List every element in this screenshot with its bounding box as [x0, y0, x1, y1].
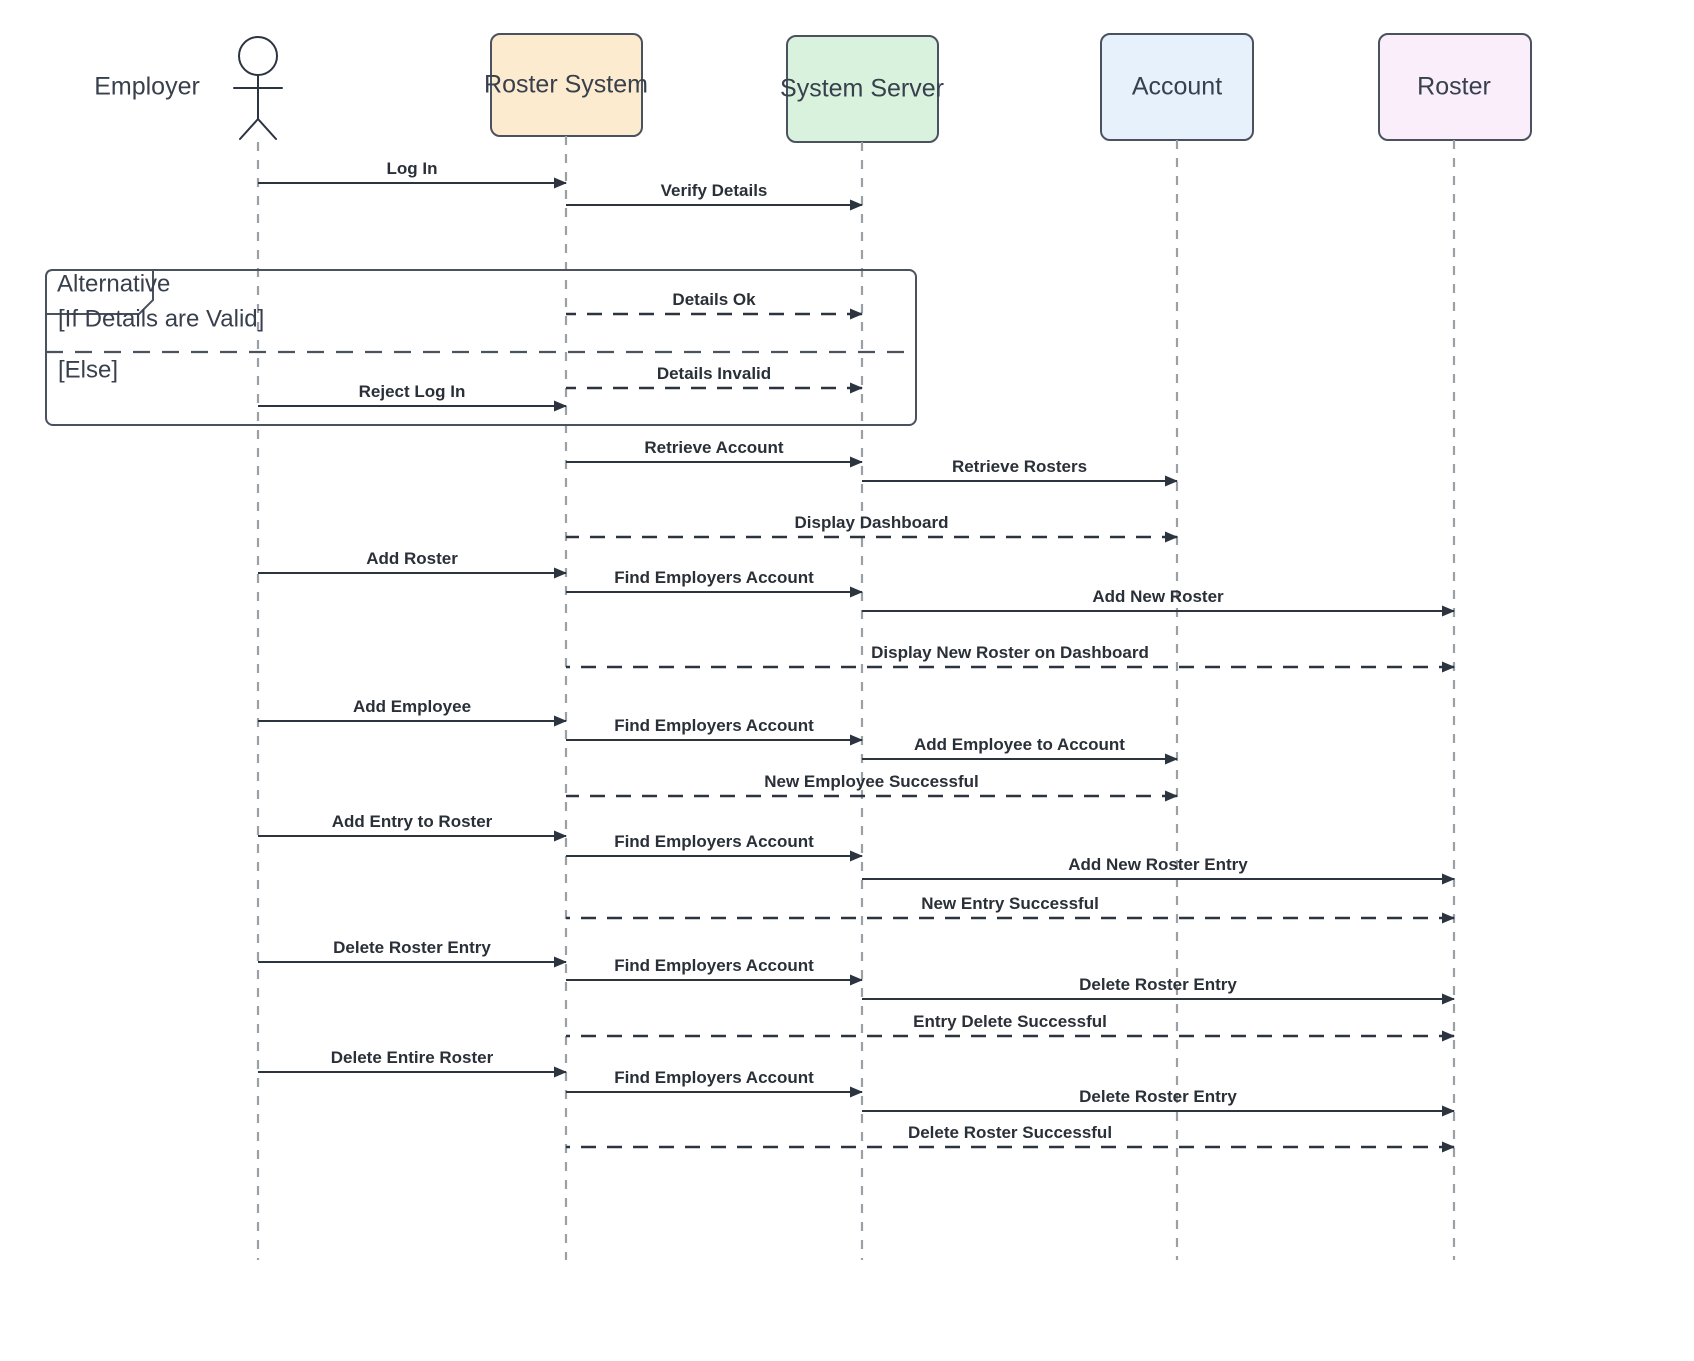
fragment-tab: [45, 269, 154, 315]
message-m06[interactable]: Retrieve Account: [566, 438, 863, 468]
message-label: Add Employee: [353, 697, 471, 716]
message-m17[interactable]: Add Entry to Roster: [258, 812, 567, 842]
message-label: Find Employers Account: [614, 568, 814, 587]
participant-server[interactable]: System Server: [780, 35, 944, 1260]
message-m07[interactable]: Retrieve Rosters: [862, 457, 1178, 487]
message-label: Delete Roster Entry: [333, 938, 491, 957]
fragment-guard-1: [If Details are Valid]: [58, 305, 264, 332]
message-label: Details Invalid: [657, 364, 771, 383]
message-label: Retrieve Account: [644, 438, 784, 457]
message-m13[interactable]: Add Employee: [258, 697, 567, 727]
message-label: Verify Details: [661, 181, 768, 200]
message-m05[interactable]: Reject Log In: [258, 382, 567, 412]
message-label: Display New Roster on Dashboard: [871, 643, 1149, 662]
message-m20[interactable]: New Entry Successful: [566, 894, 1455, 924]
fragment-guard-2: [Else]: [58, 356, 118, 383]
message-label: Delete Roster Successful: [908, 1123, 1112, 1142]
message-label: New Employee Successful: [764, 772, 978, 791]
fragment-border: [45, 269, 917, 426]
message-m10[interactable]: Find Employers Account: [566, 568, 863, 598]
message-m04[interactable]: Details Invalid: [566, 364, 863, 394]
message-label: Find Employers Account: [614, 832, 814, 851]
message-label: Delete Roster Entry: [1079, 1087, 1237, 1106]
participant-employer[interactable]: Employer: [94, 36, 283, 1260]
message-m15[interactable]: Add Employee to Account: [862, 735, 1178, 765]
participant-label: Roster: [1417, 73, 1491, 101]
fragment-title: Alternative: [57, 270, 170, 297]
message-label: Entry Delete Successful: [913, 1012, 1107, 1031]
participant-roster[interactable]: Roster: [1378, 33, 1532, 1260]
message-label: New Entry Successful: [921, 894, 1099, 913]
message-label: Add Roster: [366, 549, 458, 568]
message-label: Delete Roster Entry: [1079, 975, 1237, 994]
actor-leg-left: [239, 118, 259, 140]
message-label: Find Employers Account: [614, 1068, 814, 1087]
message-m14[interactable]: Find Employers Account: [566, 716, 863, 746]
message-m16[interactable]: New Employee Successful: [566, 772, 1178, 802]
message-label: Find Employers Account: [614, 956, 814, 975]
message-label: Add Entry to Roster: [332, 812, 493, 831]
message-m27[interactable]: Delete Roster Entry: [862, 1087, 1455, 1117]
message-m09[interactable]: Add Roster: [258, 549, 567, 579]
message-label: Retrieve Rosters: [952, 457, 1087, 476]
message-m01[interactable]: Log In: [258, 159, 567, 189]
message-m26[interactable]: Find Employers Account: [566, 1068, 863, 1098]
message-label: Add Employee to Account: [914, 735, 1125, 754]
message-m24[interactable]: Entry Delete Successful: [566, 1012, 1455, 1042]
message-label: Add New Roster: [1092, 587, 1224, 606]
message-m18[interactable]: Find Employers Account: [566, 832, 863, 862]
message-label: Log In: [387, 159, 438, 178]
message-label: Details Ok: [672, 290, 756, 309]
message-m03[interactable]: Details Ok: [566, 290, 863, 320]
participant-account[interactable]: Account: [1100, 33, 1254, 1260]
message-m19[interactable]: Add New Roster Entry: [862, 855, 1455, 885]
message-m11[interactable]: Add New Roster: [862, 587, 1455, 617]
message-label: Reject Log In: [359, 382, 466, 401]
message-m28[interactable]: Delete Roster Successful: [566, 1123, 1455, 1153]
participant-label: Account: [1132, 73, 1222, 101]
message-m21[interactable]: Delete Roster Entry: [258, 938, 567, 968]
participant-label: Roster System: [484, 71, 648, 99]
message-m02[interactable]: Verify Details: [566, 181, 863, 211]
message-m12[interactable]: Display New Roster on Dashboard: [566, 643, 1455, 673]
message-m22[interactable]: Find Employers Account: [566, 956, 863, 986]
message-m25[interactable]: Delete Entire Roster: [258, 1048, 567, 1078]
message-label: Display Dashboard: [795, 513, 949, 532]
message-label: Add New Roster Entry: [1068, 855, 1248, 874]
alt-combined-fragment: Alternative [If Details are Valid] [Else]: [45, 269, 917, 426]
actor-leg-right: [257, 118, 277, 140]
message-m23[interactable]: Delete Roster Entry: [862, 975, 1455, 1005]
participant-label: System Server: [780, 75, 944, 103]
participant-label: Employer: [94, 73, 200, 101]
message-label: Delete Entire Roster: [331, 1048, 494, 1067]
message-label: Find Employers Account: [614, 716, 814, 735]
message-m08[interactable]: Display Dashboard: [566, 513, 1178, 543]
actor-head-icon: [238, 36, 278, 76]
